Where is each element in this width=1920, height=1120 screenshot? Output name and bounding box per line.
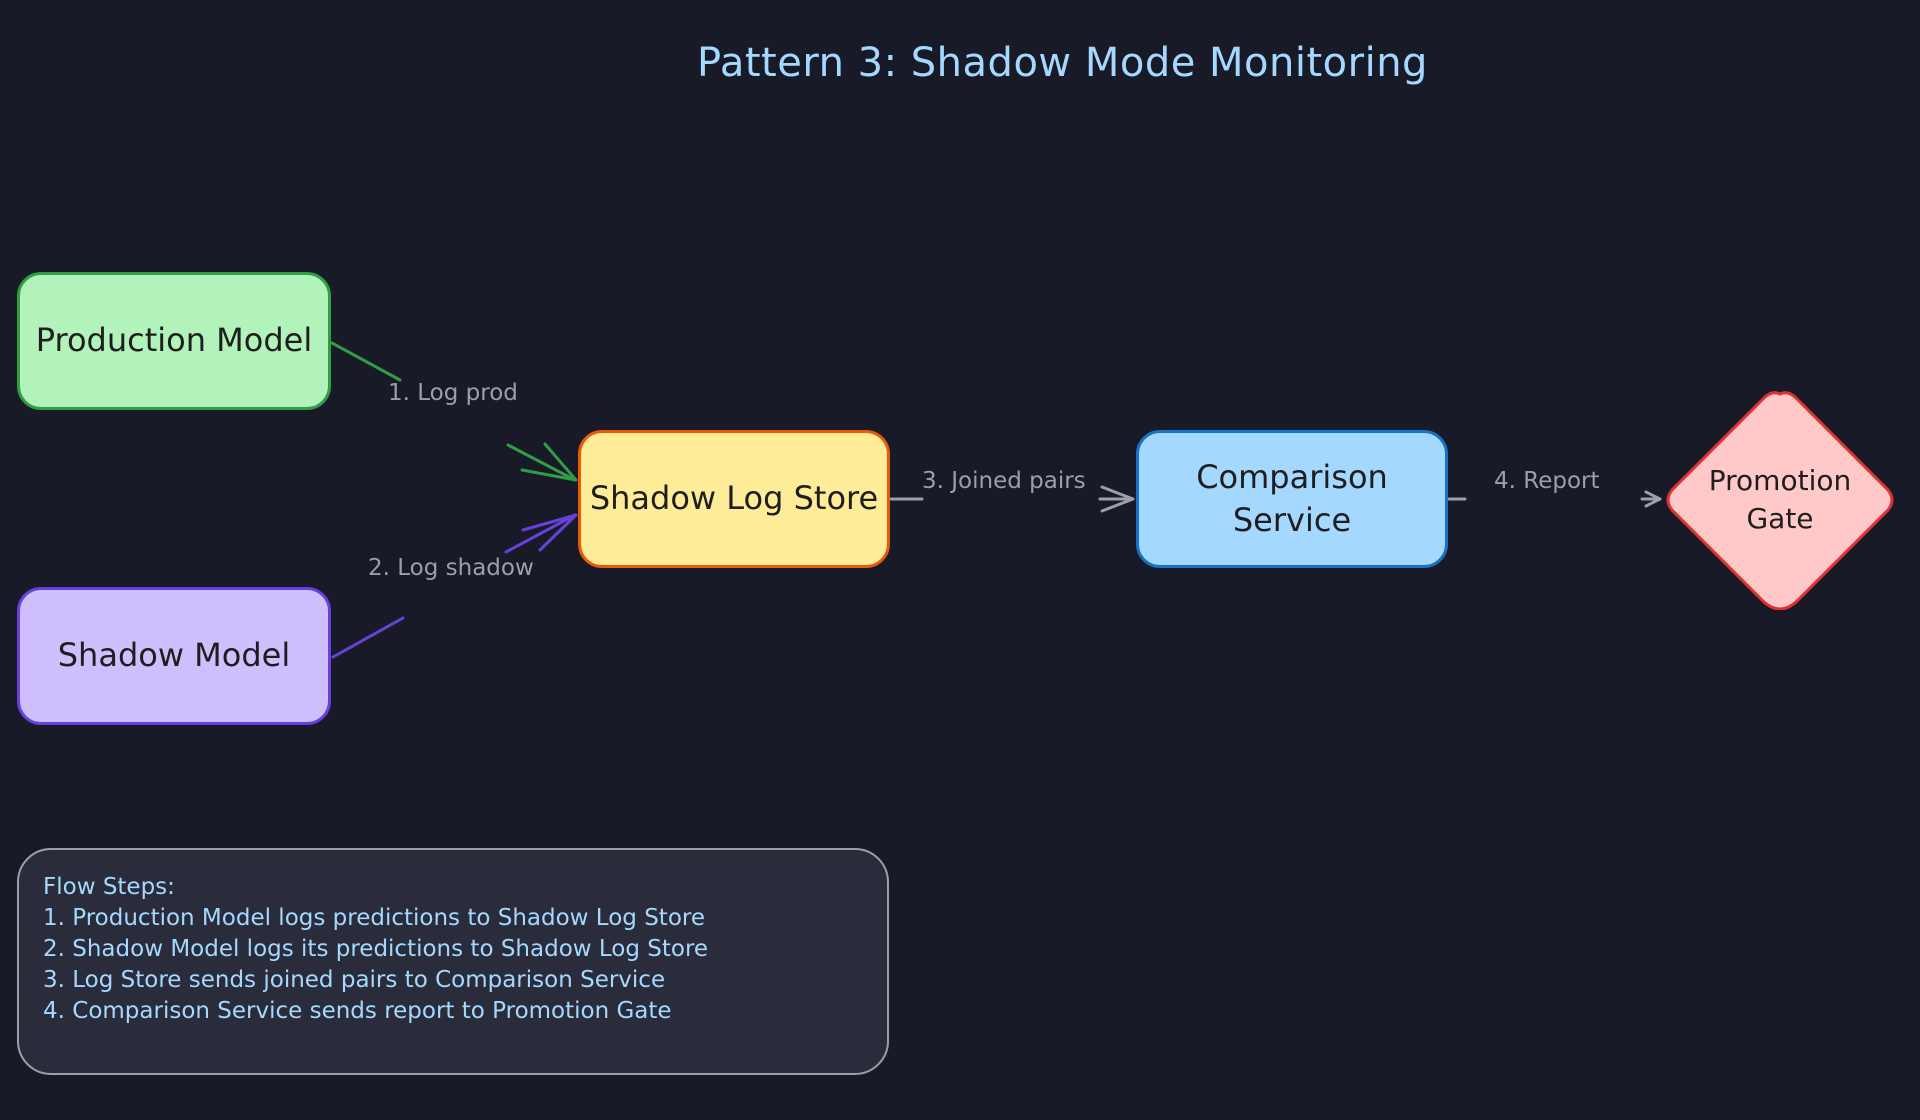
edge-label-report: 4. Report	[1494, 468, 1600, 494]
flow-steps-note: Flow Steps: 1. Production Model logs pre…	[17, 848, 889, 1075]
production-model-node: Production Model	[17, 272, 331, 410]
arrowhead-report	[1644, 490, 1662, 508]
edge-label-log-prod: 1. Log prod	[388, 380, 518, 406]
flow-step-3: 3. Log Store sends joined pairs to Compa…	[43, 967, 666, 993]
comparison-service-label: Comparison Service	[1196, 457, 1388, 539]
shadow-model-node: Shadow Model	[17, 587, 331, 725]
arrowhead-log-prod	[520, 442, 578, 482]
edge-report	[1447, 490, 1662, 508]
shadow-log-store-node: Shadow Log Store	[578, 430, 890, 568]
flow-step-2: 2. Shadow Model logs its predictions to …	[43, 936, 709, 962]
diagram-title: Pattern 3: Shadow Mode Monitoring	[697, 40, 1428, 86]
edge-log-shadow	[331, 513, 578, 659]
promotion-gate-node: Promotion Gate	[1662, 390, 1898, 611]
edge-log-prod	[330, 341, 578, 482]
flow-step-1: 1. Production Model logs predictions to …	[43, 905, 705, 931]
flow-steps-heading: Flow Steps:	[43, 874, 175, 900]
edge-label-joined-pairs: 3. Joined pairs	[922, 468, 1086, 494]
diamond-shape	[1666, 391, 1894, 611]
flow-step-4: 4. Comparison Service sends report to Pr…	[43, 998, 672, 1024]
edge-label-log-shadow: 2. Log shadow	[368, 555, 534, 581]
arrowhead-log-shadow	[521, 513, 578, 552]
comparison-service-node: Comparison Service	[1136, 430, 1448, 568]
arrowhead-joined-pairs	[1100, 485, 1135, 513]
promotion-gate-label: Promotion Gate	[1708, 464, 1852, 535]
edge-joined-pairs	[889, 485, 1135, 513]
